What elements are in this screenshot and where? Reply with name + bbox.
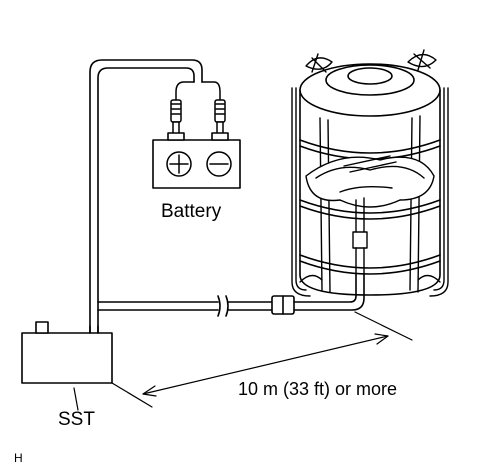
corner-mark: H <box>14 451 23 465</box>
sst-label: SST <box>58 409 95 430</box>
distance-label: 10 m (33 ft) or more <box>238 379 398 399</box>
disposal-drum <box>299 63 441 296</box>
airbag-module-inside <box>305 155 435 208</box>
drum-harness-cable <box>97 274 365 317</box>
airbag-wire <box>352 197 368 276</box>
battery-positive-terminal-icon <box>166 151 192 177</box>
sst-harness-cable <box>89 59 203 336</box>
drum-binding-rope <box>291 49 449 297</box>
battery-label: Battery <box>161 201 222 222</box>
battery-negative-terminal-icon <box>206 151 232 177</box>
sst-box <box>21 321 113 384</box>
battery-leads <box>170 81 226 135</box>
sst-leader-line <box>73 387 79 411</box>
distance-arrow <box>111 311 413 408</box>
